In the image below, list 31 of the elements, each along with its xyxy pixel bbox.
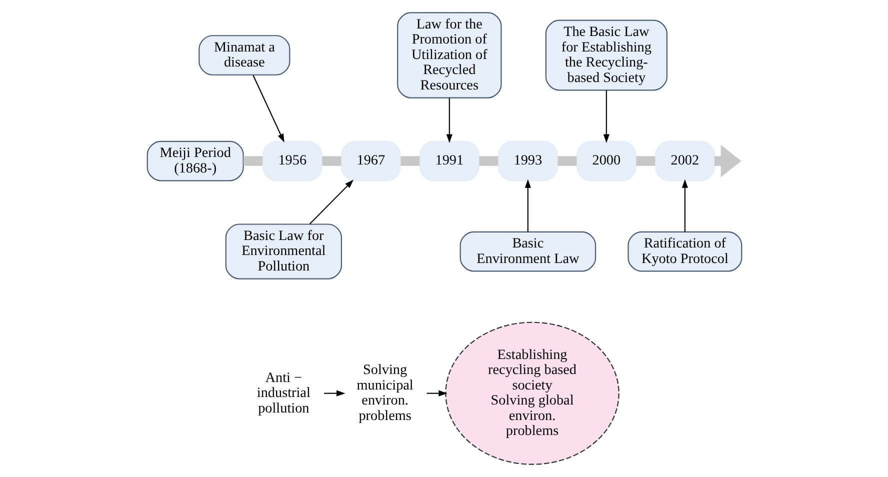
node-text: Solving municipal environ. problems xyxy=(356,362,413,424)
node-box: 1967 xyxy=(340,140,400,182)
node-box: The Basic Law for Establishing the Recycling- based Society xyxy=(544,20,667,91)
node-box: 1991 xyxy=(418,140,479,182)
node-box: 2002 xyxy=(654,140,714,182)
node-box: 1956 xyxy=(262,140,322,182)
node-box: Minamat a disease xyxy=(198,35,290,76)
node-box: Basic Law for Environmental Pollution xyxy=(224,224,342,280)
connector xyxy=(478,156,498,166)
node-text: Anti − industrial pollution xyxy=(256,370,310,416)
node-box: Basic Environment Law xyxy=(459,231,596,272)
arrow xyxy=(308,180,354,224)
node-ellipse: Establishing recycling based society Solving global environ. problems xyxy=(444,322,619,465)
connector xyxy=(557,156,576,166)
node-box: 2000 xyxy=(576,140,636,182)
node-box: Meiji Period (1868-) xyxy=(146,140,244,182)
arrow xyxy=(426,390,447,396)
connector xyxy=(242,156,262,166)
node-box: 1993 xyxy=(497,140,558,182)
connector xyxy=(636,156,655,166)
connector xyxy=(322,156,341,166)
arrow xyxy=(602,90,609,143)
node-box: Ratification of Kyoto Protocol xyxy=(627,231,742,272)
arrow xyxy=(324,390,345,396)
arrow xyxy=(446,98,452,143)
node-box: Law for the Promotion of Utilization of Recycled Resources xyxy=(396,12,502,98)
connector xyxy=(400,156,420,166)
arrow xyxy=(252,75,284,143)
arrow xyxy=(681,179,688,232)
arrow xyxy=(524,179,530,232)
arrow xyxy=(714,144,741,178)
